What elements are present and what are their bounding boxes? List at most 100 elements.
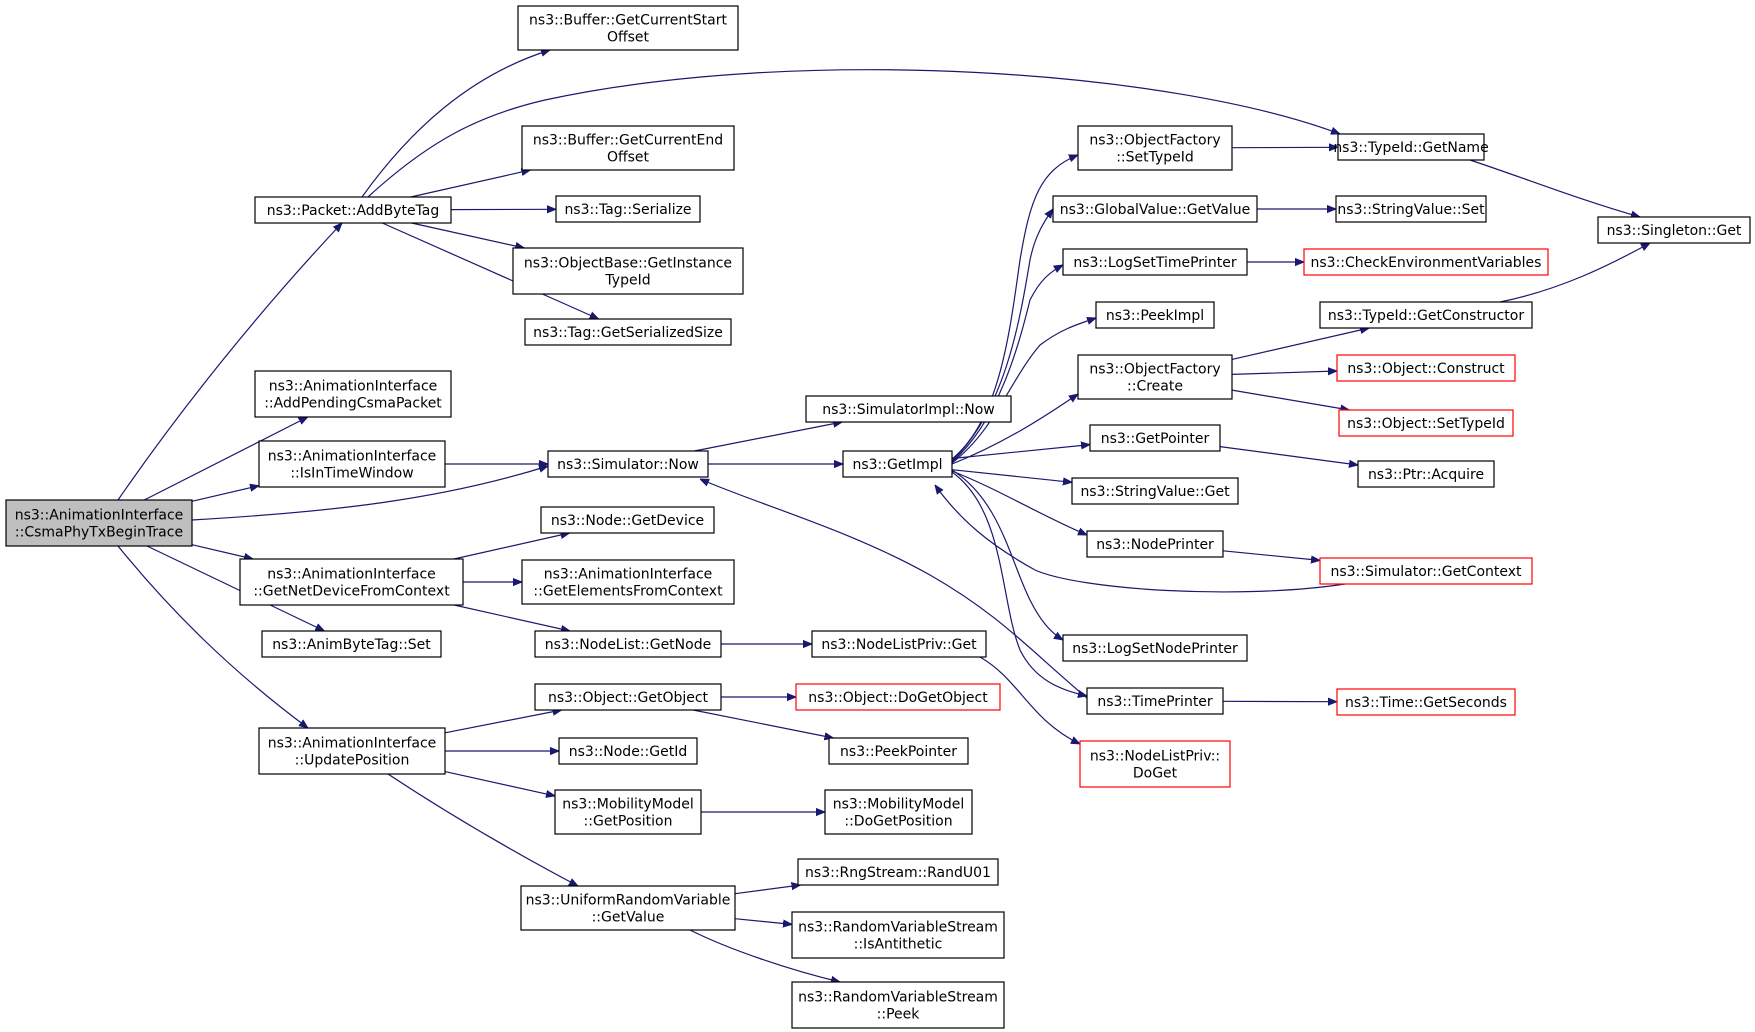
node-ptracquire[interactable]: ns3::Ptr::Acquire (1357, 460, 1495, 488)
node-timegetseconds[interactable]: ns3::Time::GetSeconds (1336, 688, 1516, 716)
node-label: ns3::Singleton::Get (1607, 223, 1742, 239)
node-nodelistgetnode[interactable]: ns3::NodeList::GetNode (534, 630, 722, 658)
node-label: ::Create (1127, 379, 1183, 395)
edge-timeprinter-to-simulatornow (700, 478, 1088, 699)
node-logsettimeprinter[interactable]: ns3::LogSetTimePrinter (1062, 248, 1248, 276)
node-ofcreate[interactable]: ns3::ObjectFactory::Create (1077, 354, 1233, 400)
edge-addbytetag-to-getserializedsize (382, 222, 598, 320)
node-label: ns3::UniformRandomVariable (526, 893, 731, 909)
node-box (805, 395, 1012, 423)
node-getpointer[interactable]: ns3::GetPointer (1089, 424, 1221, 452)
edge-ofcreate-to-objectsettypeid (1231, 389, 1349, 410)
node-root[interactable]: ns3::AnimationInterface::CsmaPhyTxBeginT… (5, 499, 193, 547)
node-label: DoGet (1133, 766, 1178, 782)
node-objectsettypeid[interactable]: ns3::Object::SetTypeId (1338, 409, 1514, 437)
node-label: ns3::StringValue::Set (1337, 202, 1485, 218)
node-box (254, 370, 452, 418)
edge-getimpl-to-getpointer (951, 445, 1090, 460)
node-box (795, 683, 1001, 711)
node-label: ns3::MobilityModel (833, 797, 965, 813)
edge-root-to-animbytetagset (146, 545, 324, 632)
node-simgetcontext[interactable]: ns3::Simulator::GetContext (1319, 557, 1533, 585)
node-objectgetobject[interactable]: ns3::Object::GetObject (534, 683, 722, 711)
node-label: ns3::NodeList::GetNode (545, 637, 711, 653)
node-label: ns3::TypeId::GetConstructor (1328, 308, 1524, 324)
node-label: ns3::GetPointer (1101, 431, 1210, 447)
node-dogetposition[interactable]: ns3::MobilityModel::DoGetPosition (824, 789, 973, 835)
node-dogetobject[interactable]: ns3::Object::DoGetObject (795, 683, 1001, 711)
node-nodelistprivget[interactable]: ns3::NodeListPriv::Get (811, 630, 987, 658)
node-box (524, 318, 732, 346)
node-label: ns3::ObjectFactory (1089, 362, 1220, 378)
node-box (791, 981, 1005, 1029)
node-label: ns3::StringValue::Get (1080, 484, 1230, 500)
node-label: ns3::AnimationInterface (267, 567, 436, 583)
node-nodeprinter[interactable]: ns3::NodePrinter (1086, 530, 1224, 558)
node-uniformgetvalue[interactable]: ns3::UniformRandomVariable::GetValue (520, 885, 736, 931)
nodes-layer: ns3::AnimationInterface::CsmaPhyTxBeginT… (5, 5, 1751, 1029)
node-label: ns3::GlobalValue::GetValue (1060, 202, 1250, 218)
node-logsetnodeprinter[interactable]: ns3::LogSetNodePrinter (1062, 634, 1248, 662)
node-objectconstruct[interactable]: ns3::Object::Construct (1336, 354, 1516, 382)
node-label: ns3::Ptr::Acquire (1368, 467, 1484, 483)
node-nodegetid[interactable]: ns3::Node::GetId (558, 737, 698, 765)
node-randu01[interactable]: ns3::RngStream::RandU01 (797, 858, 999, 886)
node-nodegetdevice[interactable]: ns3::Node::GetDevice (540, 506, 715, 534)
edge-typeidgetconstructor-to-singletonget (1499, 243, 1650, 303)
node-addbytetag[interactable]: ns3::Packet::AddByteTag (254, 196, 452, 224)
node-simimplnow[interactable]: ns3::SimulatorImpl::Now (805, 395, 1012, 423)
node-label: ns3::Node::GetId (569, 744, 687, 760)
node-box (1062, 634, 1248, 662)
node-label: ns3::AnimByteTag::Set (272, 637, 431, 653)
node-getnetdevice[interactable]: ns3::AnimationInterface::GetNetDeviceFro… (239, 558, 464, 606)
node-stringvalueget[interactable]: ns3::StringValue::Get (1071, 477, 1239, 505)
node-label: ns3::RandomVariableStream (798, 990, 998, 1006)
node-stringvalueset[interactable]: ns3::StringValue::Set (1335, 195, 1487, 223)
node-updateposition[interactable]: ns3::AnimationInterface::UpdatePosition (258, 727, 446, 775)
node-rvspeek[interactable]: ns3::RandomVariableStream::Peek (791, 981, 1005, 1029)
node-singletonget[interactable]: ns3::Singleton::Get (1597, 216, 1751, 244)
node-typeidgetname[interactable]: ns3::TypeId::GetName (1333, 133, 1489, 161)
edge-addbytetag-to-getcurrentend (410, 170, 531, 198)
edge-getnetdevice-to-nodegetdevice (453, 533, 570, 560)
node-box (1071, 477, 1239, 505)
node-addpending[interactable]: ns3::AnimationInterface::AddPendingCsmaP… (254, 370, 452, 418)
node-box (1319, 557, 1533, 585)
node-box (554, 789, 702, 835)
node-timeprinter[interactable]: ns3::TimePrinter (1086, 687, 1224, 715)
edge-ofcreate-to-typeidgetconstructor (1231, 328, 1369, 360)
node-box (547, 450, 709, 478)
node-label: ns3::RngStream::RandU01 (805, 865, 991, 881)
node-isantithetic[interactable]: ns3::RandomVariableStream::IsAntithetic (791, 911, 1005, 959)
node-box (1357, 460, 1495, 488)
node-getelements[interactable]: ns3::AnimationInterface::GetElementsFrom… (521, 559, 735, 605)
node-label: ns3::Node::GetDevice (551, 513, 704, 529)
node-tagserialize[interactable]: ns3::Tag::Serialize (555, 195, 701, 223)
node-animbytetagset[interactable]: ns3::AnimByteTag::Set (261, 630, 442, 658)
edge-getimpl-to-stringvalueget (951, 469, 1072, 483)
node-label: ns3::NodePrinter (1096, 537, 1214, 553)
node-globalgetvalue[interactable]: ns3::GlobalValue::GetValue (1052, 195, 1258, 223)
node-getserializedsize[interactable]: ns3::Tag::GetSerializedSize (524, 318, 732, 346)
edge-ofcreate-to-objectconstruct (1231, 371, 1337, 374)
node-nodelistprivdoget[interactable]: ns3::NodeListPriv::DoGet (1079, 740, 1231, 788)
node-peekimpl[interactable]: ns3::PeekImpl (1095, 301, 1215, 329)
node-ofsettypeid[interactable]: ns3::ObjectFactory::SetTypeId (1077, 125, 1233, 171)
node-box (521, 559, 735, 605)
node-label: ::GetElementsFromContext (533, 584, 723, 600)
node-mobilitygetposition[interactable]: ns3::MobilityModel::GetPosition (554, 789, 702, 835)
node-istimewindow[interactable]: ns3::AnimationInterface::IsInTimeWindow (258, 440, 446, 488)
edge-getimpl-to-nodeprinter (951, 470, 1087, 536)
node-getimpl[interactable]: ns3::GetImpl (842, 450, 953, 478)
node-checkenv[interactable]: ns3::CheckEnvironmentVariables (1303, 248, 1549, 276)
node-label: ns3::AnimationInterface (268, 736, 437, 752)
node-simulatornow[interactable]: ns3::Simulator::Now (547, 450, 709, 478)
node-peekpointer[interactable]: ns3::PeekPointer (828, 737, 969, 765)
node-label: ns3::RandomVariableStream (798, 920, 998, 936)
node-box (261, 630, 442, 658)
node-label: ns3::Simulator::Now (557, 457, 699, 473)
node-typeidgetconstructor[interactable]: ns3::TypeId::GetConstructor (1319, 301, 1533, 329)
